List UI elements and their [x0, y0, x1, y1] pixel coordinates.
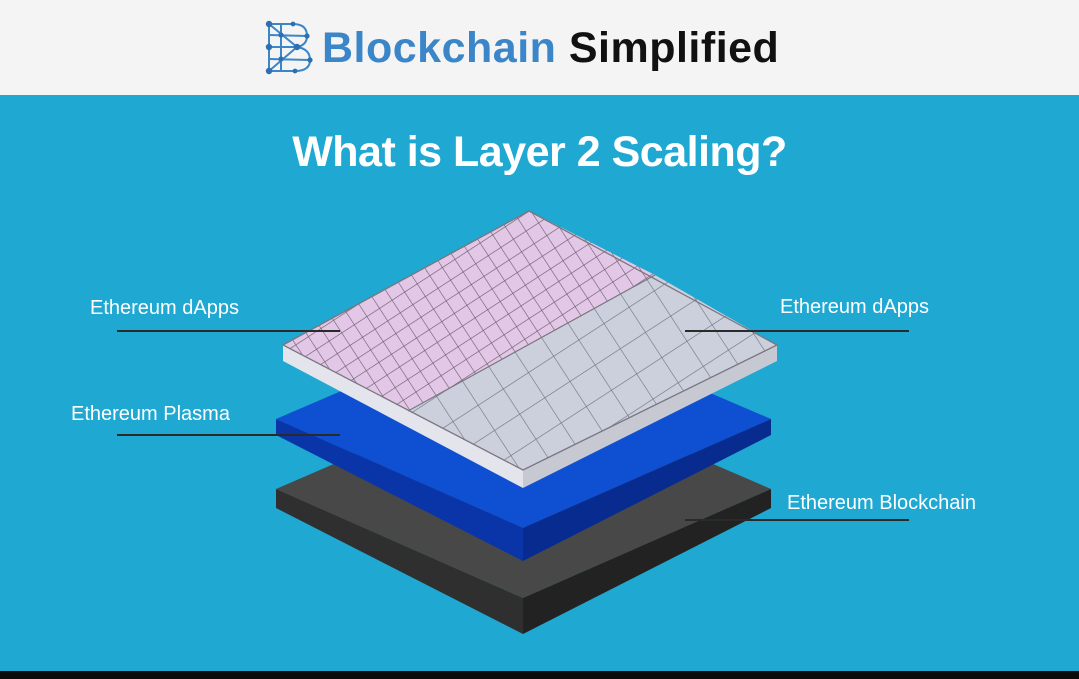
brand-name-part2: Simplified	[568, 24, 780, 72]
label-ethereum-dapps-right: Ethereum dApps	[780, 296, 929, 318]
page-title: What is Layer 2 Scaling?	[292, 128, 787, 176]
blockchain-logo-icon	[265, 20, 313, 75]
brand-name: Blockchain Simplified	[322, 20, 779, 76]
brand-name-part1: Blockchain	[322, 24, 557, 72]
header: Blockchain Simplified	[0, 0, 1079, 95]
label-ethereum-blockchain: Ethereum Blockchain	[787, 492, 976, 514]
bottom-bar	[0, 671, 1079, 679]
label-ethereum-dapps-left: Ethereum dApps	[90, 297, 239, 319]
dapps-layer	[281, 210, 779, 488]
label-ethereum-plasma: Ethereum Plasma	[71, 403, 230, 425]
leader-lines	[117, 330, 909, 521]
